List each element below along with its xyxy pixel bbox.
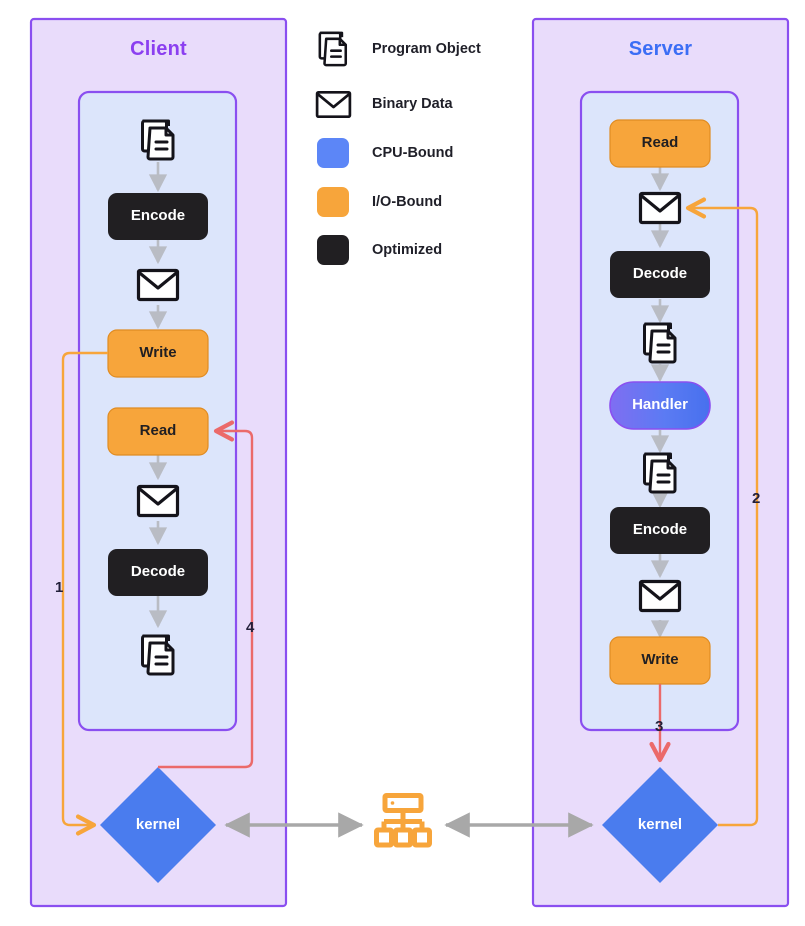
- client-kernel-label: kernel: [135, 816, 181, 833]
- client-binary-icon-2: [136, 484, 180, 518]
- legend-label-optimized: Optimized: [372, 242, 443, 258]
- legend-label-cpu-bound: CPU-Bound: [372, 145, 454, 161]
- client-encode-label: Encode: [130, 207, 186, 224]
- sequence-number-3: 3: [655, 718, 664, 735]
- legend-swatch-cpu: [317, 138, 349, 168]
- server-kernel-label: kernel: [637, 816, 683, 833]
- sequence-number-2: 2: [752, 490, 761, 507]
- sequence-number-1: 1: [55, 579, 64, 596]
- server-write-label: Write: [641, 651, 679, 668]
- server-binary-icon-1: [638, 191, 682, 225]
- client-kernel-node: [100, 767, 216, 883]
- legend-swatch-io: [317, 187, 349, 217]
- legend-icon-binary-data: [315, 90, 352, 119]
- sequence-path-1: [61, 351, 108, 836]
- legend-label-binary-data: Binary Data: [372, 96, 453, 112]
- client-write-label: Write: [139, 344, 177, 361]
- server-binary-icon-2: [638, 579, 682, 613]
- server-kernel-node: [602, 767, 718, 883]
- server-handler-node: [609, 381, 711, 430]
- server-decode-node: [610, 251, 710, 298]
- server-zone-title: Server: [628, 38, 693, 60]
- sequence-path-2: [685, 197, 759, 827]
- legend-label-io-bound: I/O-Bound: [372, 194, 443, 210]
- client-binary-icon-1: [136, 268, 180, 302]
- client-read-label: Read: [139, 422, 177, 439]
- server-encode-label: Encode: [632, 521, 688, 538]
- legend-label-program-object: Program Object: [372, 41, 481, 57]
- sequence-path-4: [158, 420, 254, 769]
- network-sitemap-icon: [377, 796, 430, 846]
- legend-icon-program-object: [318, 31, 348, 67]
- client-zone-title: Client: [130, 38, 187, 60]
- server-handler-label: Handler: [632, 396, 688, 413]
- client-decode-label: Decode: [130, 563, 186, 580]
- server-read-node: [609, 119, 711, 168]
- client-encode-node: [108, 193, 208, 240]
- client-read-node: [107, 407, 209, 456]
- server-decode-label: Decode: [632, 265, 688, 282]
- server-read-label: Read: [641, 134, 679, 151]
- legend-swatch-optimized: [317, 235, 349, 265]
- server-encode-node: [610, 507, 710, 554]
- client-decode-node: [108, 549, 208, 596]
- sequence-number-4: 4: [246, 619, 255, 636]
